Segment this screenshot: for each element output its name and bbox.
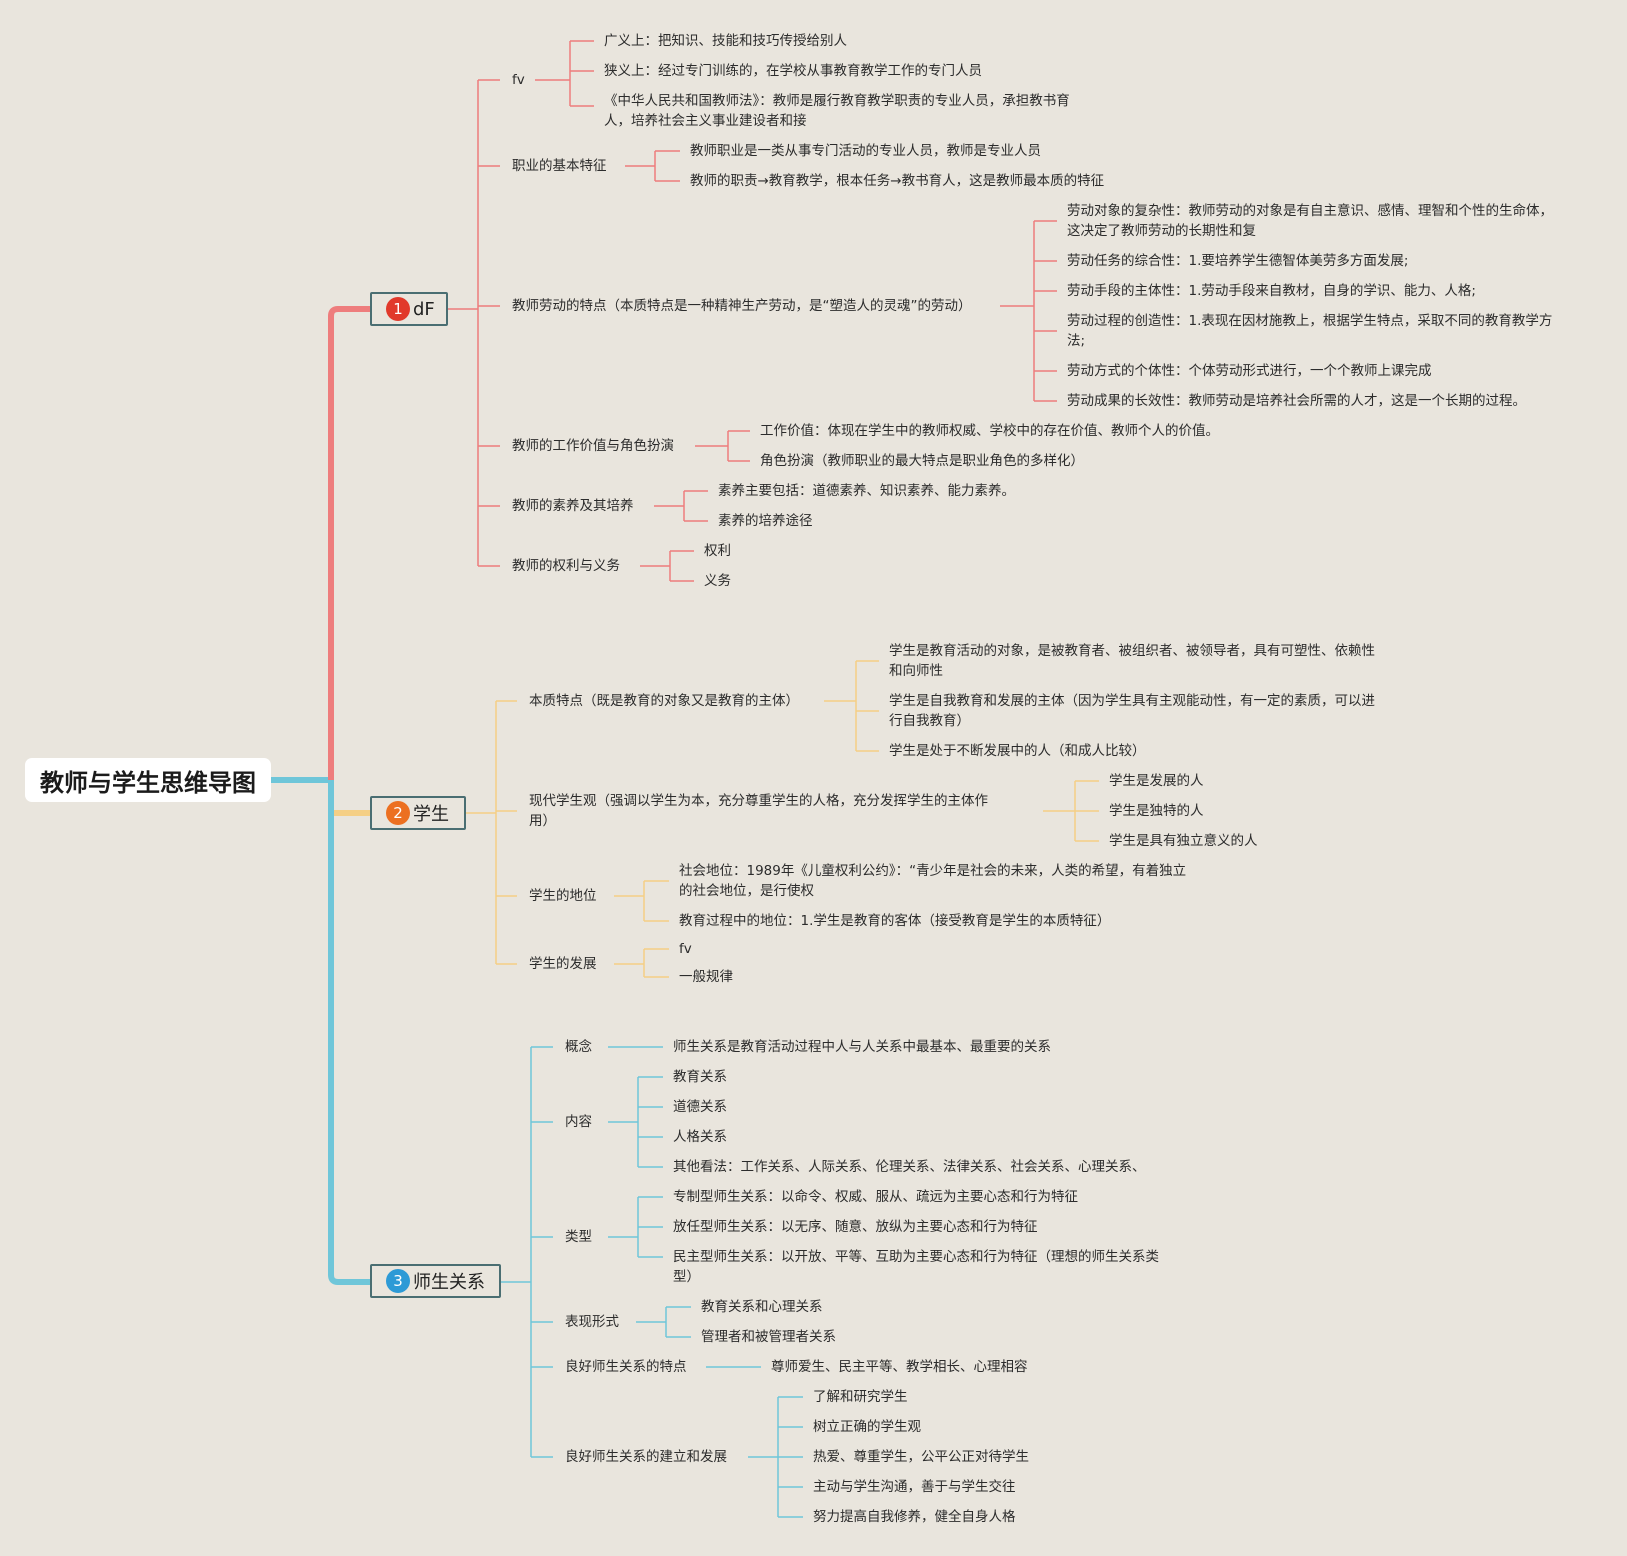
- connector: [328, 780, 370, 1285]
- branch-teacher-label: dF: [413, 298, 435, 320]
- leaf[interactable]: 素养的培养途径: [718, 513, 813, 529]
- leaf[interactable]: 尊师爱生、民主平等、教学相长、心理相容: [771, 1359, 1028, 1375]
- connector: [328, 306, 370, 780]
- leaf[interactable]: 努力提高自我修养，健全自身人格: [813, 1509, 1016, 1525]
- topic-good-features[interactable]: 良好师生关系的特点: [565, 1359, 687, 1375]
- topic-build-develop[interactable]: 良好师生关系的建立和发展: [565, 1449, 727, 1465]
- leaf[interactable]: 劳动手段的主体性：1.劳动手段来自教材，自身的学识、能力、人格;: [1067, 283, 1476, 299]
- topic-content[interactable]: 内容: [565, 1114, 592, 1130]
- topic-student-essence[interactable]: 本质特点（既是教育的对象又是教育的主体）: [529, 693, 799, 709]
- leaf[interactable]: 角色扮演（教师职业的最大特点是职业角色的多样化）: [760, 453, 1084, 469]
- leaf[interactable]: 学生是教育活动的对象，是被教育者、被组织者、被领导者，具有可塑性、依赖性和向师性: [889, 643, 1375, 679]
- branch-student-label: 学生: [413, 804, 449, 825]
- leaf[interactable]: 素养主要包括：道德素养、知识素养、能力素养。: [718, 483, 1015, 499]
- leaf[interactable]: 其他看法：工作关系、人际关系、伦理关系、法律关系、社会关系、心理关系、: [673, 1159, 1146, 1175]
- leaf[interactable]: 主动与学生沟通，善于与学生交往: [813, 1479, 1016, 1495]
- topic-types[interactable]: 类型: [565, 1229, 592, 1245]
- leaf[interactable]: 劳动成果的长效性：教师劳动是培养社会所需的人才，这是一个长期的过程。: [1067, 393, 1526, 409]
- leaf[interactable]: 放任型师生关系：以无序、随意、放纵为主要心态和行为特征: [673, 1219, 1038, 1235]
- leaf[interactable]: 社会地位：1989年《儿童权利公约》：“青少年是社会的未来，人类的希望，有着独立…: [679, 863, 1187, 899]
- leaf[interactable]: 广义上：把知识、技能和技巧传授给别人: [604, 33, 847, 49]
- topic-rights-duties[interactable]: 教师的权利与义务: [512, 558, 620, 574]
- leaf[interactable]: 人格关系: [673, 1129, 727, 1145]
- leaf[interactable]: 教育关系: [673, 1069, 727, 1085]
- number-badge-3: 3: [386, 1269, 410, 1293]
- leaf[interactable]: 狭义上：经过专门训练的，在学校从事教育教学工作的专门人员: [604, 63, 982, 79]
- leaf[interactable]: 一般规律: [679, 969, 733, 985]
- topic-quality[interactable]: 教师的素养及其培养: [512, 498, 634, 514]
- leaf[interactable]: 教师职业是一类从事专门活动的专业人员，教师是专业人员: [690, 143, 1041, 159]
- leaf[interactable]: 劳动方式的个体性：个体劳动形式进行，一个个教师上课完成: [1067, 363, 1432, 379]
- topic-forms[interactable]: 表现形式: [565, 1314, 619, 1330]
- connector: [328, 780, 370, 816]
- leaf[interactable]: 道德关系: [673, 1099, 727, 1115]
- number-badge-2: 2: [386, 801, 410, 825]
- leaf[interactable]: 工作价值：体现在学生中的教师权威、学校中的存在价值、教师个人的价值。: [760, 423, 1219, 439]
- leaf[interactable]: 学生是独特的人: [1109, 803, 1204, 819]
- topic-teacher-fv[interactable]: fv: [512, 72, 525, 88]
- topic-concept[interactable]: 概念: [565, 1039, 592, 1055]
- topic-work-value[interactable]: 教师的工作价值与角色扮演: [512, 438, 674, 454]
- leaf[interactable]: 教育过程中的地位：1.学生是教育的客体（接受教育是学生的本质特征）: [679, 913, 1111, 929]
- leaf[interactable]: 了解和研究学生: [813, 1389, 908, 1405]
- leaf[interactable]: 劳动过程的创造性：1.表现在因材施教上，根据学生特点，采取不同的教育教学方法;: [1067, 313, 1553, 349]
- leaf[interactable]: 民主型师生关系：以开放、平等、互助为主要心态和行为特征（理想的师生关系类型）: [673, 1249, 1159, 1285]
- topic-student-status[interactable]: 学生的地位: [529, 888, 597, 904]
- branch-relation[interactable]: 3 师生关系: [370, 1264, 501, 1298]
- leaf[interactable]: 义务: [704, 573, 731, 589]
- branch-student[interactable]: 2 学生: [370, 796, 466, 830]
- branch-teacher[interactable]: 1 dF: [370, 292, 448, 326]
- leaf[interactable]: 学生是具有独立意义的人: [1109, 833, 1258, 849]
- topic-student-development[interactable]: 学生的发展: [529, 956, 597, 972]
- leaf[interactable]: 劳动对象的复杂性：教师劳动的对象是有自主意识、感情、理智和个性的生命体，这决定了…: [1067, 203, 1553, 239]
- number-badge-1: 1: [386, 297, 410, 321]
- leaf[interactable]: 教育关系和心理关系: [701, 1299, 823, 1315]
- leaf[interactable]: 学生是处于不断发展中的人（和成人比较）: [889, 743, 1146, 759]
- topic-labor-features[interactable]: 教师劳动的特点（本质特点是一种精神生产劳动，是“塑造人的灵魂”的劳动）: [512, 298, 972, 314]
- leaf[interactable]: 管理者和被管理者关系: [701, 1329, 836, 1345]
- leaf[interactable]: 树立正确的学生观: [813, 1419, 921, 1435]
- leaf[interactable]: 师生关系是教育活动过程中人与人关系中最基本、最重要的关系: [673, 1039, 1051, 1055]
- root-topic[interactable]: 教师与学生思维导图: [25, 758, 271, 802]
- leaf[interactable]: 学生是发展的人: [1109, 773, 1204, 789]
- leaf[interactable]: 热爱、尊重学生，公平公正对待学生: [813, 1449, 1029, 1465]
- leaf[interactable]: 劳动任务的综合性：1.要培养学生德智体美劳多方面发展;: [1067, 253, 1409, 269]
- branch-relation-label: 师生关系: [413, 1272, 485, 1293]
- leaf[interactable]: fv: [679, 941, 692, 957]
- leaf[interactable]: 教师的职责→教育教学，根本任务→教书育人，这是教师最本质的特征: [690, 173, 1105, 189]
- leaf[interactable]: 权利: [704, 543, 731, 559]
- topic-basic-features[interactable]: 职业的基本特征: [512, 158, 607, 174]
- topic-modern-view[interactable]: 现代学生观（强调以学生为本，充分尊重学生的人格，充分发挥学生的主体作用）: [529, 793, 988, 829]
- leaf[interactable]: 学生是自我教育和发展的主体（因为学生具有主观能动性，有一定的素质，可以进行自我教…: [889, 693, 1375, 729]
- leaf[interactable]: 《中华人民共和国教师法》：教师是履行教育教学职责的专业人员，承担教书育人，培养社…: [604, 93, 1070, 129]
- leaf[interactable]: 专制型师生关系：以命令、权威、服从、疏远为主要心态和行为特征: [673, 1189, 1078, 1205]
